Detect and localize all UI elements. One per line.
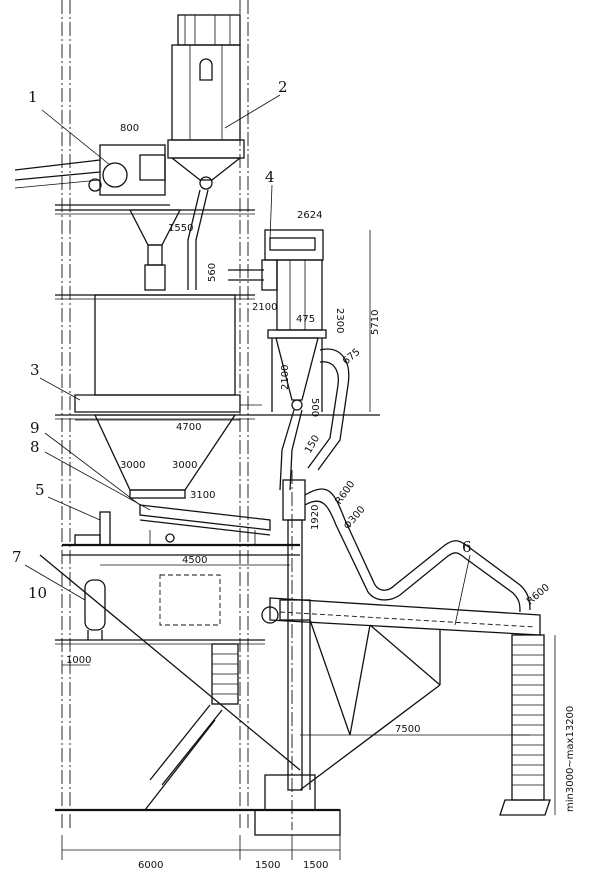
dim-1550: 1550	[168, 223, 193, 234]
screen-conveyor-8-9	[139, 504, 271, 545]
loading-bellows	[499, 634, 551, 816]
dim-phi300: Φ300	[342, 504, 368, 532]
callout-10: 10	[28, 584, 47, 602]
dim-4700: 4700	[176, 422, 201, 433]
callout-6: 6	[462, 538, 472, 556]
dim-3100: 3100	[190, 490, 215, 501]
dim-675: 675	[341, 347, 363, 368]
dim-560: 560	[207, 263, 218, 282]
belt-feeder-1	[14, 144, 182, 291]
floor-slabs	[55, 209, 380, 836]
dim-500: 500	[309, 398, 320, 417]
drop-chute	[279, 409, 303, 491]
dim-1500b: 1500	[303, 860, 328, 871]
dim-r600a: R600	[333, 479, 357, 507]
loading-arm-6	[269, 597, 541, 791]
dim-7500: 7500	[395, 724, 420, 735]
callout-4: 4	[265, 168, 275, 186]
dim-1500a: 1500	[255, 860, 280, 871]
dimension-lines	[61, 230, 556, 860]
callout-7: 7	[12, 548, 22, 566]
dim-range: min3000~max13200	[565, 706, 576, 812]
tank-7	[84, 574, 221, 640]
dim-1000: 1000	[66, 655, 91, 666]
dim-2100b: 2100	[280, 365, 291, 390]
bag-filter-2	[167, 14, 245, 290]
dim-3000a: 3000	[120, 460, 145, 471]
callout-5: 5	[35, 481, 45, 499]
leader-lines	[24, 94, 471, 626]
callout-8: 8	[30, 438, 40, 456]
callout-1: 1	[28, 88, 38, 106]
dim-2300: 2300	[334, 308, 345, 333]
dim-3000b: 3000	[172, 460, 197, 471]
callout-9: 9	[30, 419, 40, 437]
dim-5710: 5710	[370, 310, 381, 335]
dim-4500: 4500	[182, 555, 207, 566]
pipe-phi300	[304, 488, 531, 611]
dim-6000: 6000	[138, 860, 163, 871]
dim-1920: 1920	[310, 505, 321, 530]
silo-3	[74, 294, 262, 499]
dim-2100a: 2100	[252, 302, 277, 313]
dim-800: 800	[120, 123, 139, 134]
dim-475: 475	[296, 314, 315, 325]
fan-5	[74, 511, 111, 546]
callout-2: 2	[278, 78, 288, 96]
callout-3: 3	[30, 361, 40, 379]
dim-2624: 2624	[297, 210, 322, 221]
dim-r600b: R600	[525, 582, 552, 607]
pipe-phi300-inner	[304, 500, 521, 613]
dust-collector-4	[228, 229, 350, 471]
staircase	[39, 554, 301, 811]
